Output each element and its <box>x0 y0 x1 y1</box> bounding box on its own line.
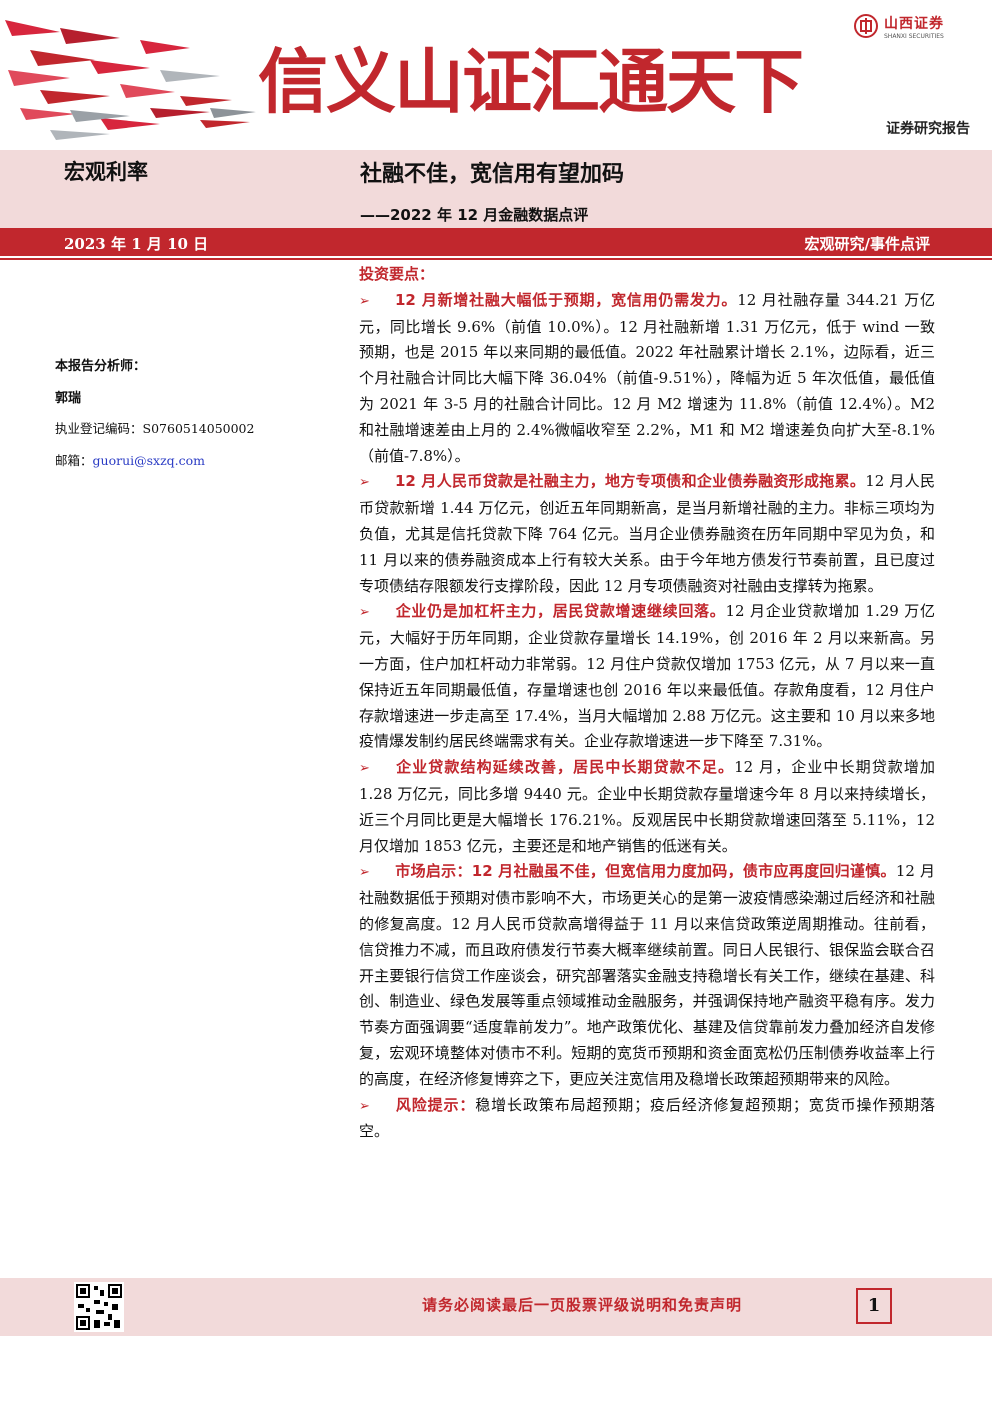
bullet-arrow-icon: ➢ <box>359 605 370 621</box>
bullet-paragraph: ➢ 风险提示：稳增长政策布局超预期；疫后经济修复超预期；宽货币操作预期落空。 <box>359 1093 935 1146</box>
bullet-text: 12 月企业贷款增加 1.29 万亿元，大幅好于历年同期，企业贷款存量增长 14… <box>359 602 935 751</box>
email-label: 邮箱： <box>55 453 93 468</box>
registration-line: 执业登记编码：S0760514050002 <box>55 418 254 437</box>
bullet-lead: 风险提示： <box>395 1095 476 1114</box>
bullet-paragraph: ➢ 12 月人民币贷款是社融主力，地方专项债和企业债券融资形成拖累。12 月人民币… <box>359 469 935 599</box>
bullet-text: 12 月社融存量 344.21 万亿元，同比增长 9.6%（前值 10.0%）。… <box>359 290 935 465</box>
highlights-title: 投资要点： <box>359 265 435 283</box>
registration-value: S0760514050002 <box>142 421 255 436</box>
analyst-name: 郭瑞 <box>55 391 82 406</box>
report-date: 2023 年 1 月 10 日 <box>64 235 209 253</box>
report-section: 宏观研究/事件点评 <box>804 235 930 253</box>
bullet-text: 12 月人民币贷款新增 1.44 万亿元，创近五年同期新高，是当月新增社融的主力… <box>359 472 935 595</box>
footer-band <box>0 1278 992 1336</box>
bullet-lead: 企业仍是加杠杆主力，居民贷款增速继续回落。 <box>395 602 726 621</box>
date-bar <box>0 228 992 256</box>
bullet-text: 12 月社融数据低于预期对债市影响不大，市场更关心的是第一波疫情感染潮过后经济和… <box>359 862 935 1088</box>
banner-artwork: 信义山证汇通天下 <box>5 20 804 140</box>
registration-label: 执业登记编码： <box>55 421 143 436</box>
grey-arrows-decoration <box>50 70 256 140</box>
red-arrows-decoration <box>5 20 250 130</box>
bullet-paragraph: ➢ 企业仍是加杠杆主力，居民贷款增速继续回落。12 月企业贷款增加 1.29 万亿… <box>359 599 935 755</box>
report-type: 证券研究报告 <box>886 121 970 137</box>
bullet-arrow-icon: ➢ <box>359 475 370 491</box>
email-link[interactable]: guorui@sxzq.com <box>92 453 206 468</box>
brand-name-en: SHANXI SECURITIES <box>884 33 944 40</box>
bullet-lead: 市场启示：12 月社融虽不佳，但宽信用力度加码，债市应再度回归谨慎。 <box>395 862 896 881</box>
bullet-lead: 12 月新增社融大幅低于预期，宽信用仍需发力。 <box>395 290 738 309</box>
bullet-paragraph: ➢ 企业贷款结构延续改善，居民中长期贷款不足。12 月，企业中长期贷款增加 1.2… <box>359 755 935 859</box>
bullet-arrow-icon: ➢ <box>359 1098 370 1114</box>
brand-logo: 山西证券 SHANXI SECURITIES <box>854 12 974 42</box>
report-title: 社融不佳，宽信用有望加码 <box>360 162 625 187</box>
title-band <box>0 150 992 228</box>
bullet-text: 稳增长政策布局超预期；疫后经济修复超预期；宽货币操作预期落空。 <box>359 1095 935 1141</box>
bullet-arrow-icon: ➢ <box>359 865 370 881</box>
bullet-arrow-icon: ➢ <box>359 761 370 777</box>
shanxi-securities-logo-icon <box>854 14 878 38</box>
bullet-paragraph: ➢ 市场启示：12 月社融虽不佳，但宽信用力度加码，债市应再度回归谨慎。12 月社… <box>359 859 935 1092</box>
bullet-paragraph: ➢ 12 月新增社融大幅低于预期，宽信用仍需发力。12 月社融存量 344.21 … <box>359 288 935 470</box>
brand-name-cn: 山西证券 <box>884 16 944 32</box>
email-line: 邮箱：guorui@sxzq.com <box>55 450 205 469</box>
qr-code-icon[interactable] <box>74 1282 124 1332</box>
bullet-text: 12 月，企业中长期贷款增加 1.28 万亿元，同比多增 9440 元。企业中长… <box>359 758 935 855</box>
page-number: 1 <box>856 1288 892 1324</box>
investment-highlights: 投资要点： ➢ 12 月新增社融大幅低于预期，宽信用仍需发力。12 月社融存量 3… <box>359 262 935 1145</box>
bullet-lead: 企业贷款结构延续改善，居民中长期贷款不足。 <box>395 758 735 777</box>
divider-rule <box>0 258 992 260</box>
bullet-arrow-icon: ➢ <box>359 293 370 309</box>
analyst-heading: 本报告分析师： <box>55 359 147 374</box>
bullet-lead: 12 月人民币贷款是社融主力，地方专项债和企业债券融资形成拖累。 <box>395 472 866 491</box>
disclaimer-text: 请务必阅读最后一页股票评级说明和免责声明 <box>422 1296 743 1314</box>
report-subtitle: ——2022 年 12 月金融数据点评 <box>360 206 589 224</box>
slogan-text: 信义山证汇通天下 <box>258 40 802 123</box>
report-category: 宏观利率 <box>64 160 148 184</box>
